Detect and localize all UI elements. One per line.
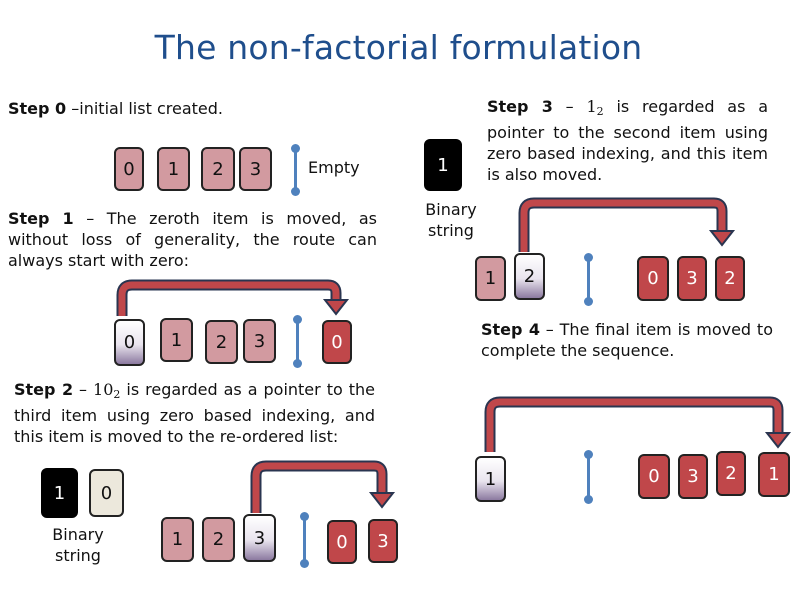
step0-separator bbox=[291, 144, 300, 196]
step4-separator bbox=[584, 450, 593, 504]
step2-binary-digit: 1 bbox=[41, 468, 78, 518]
slide-title: The non-factorial formulation bbox=[154, 28, 643, 67]
step2-tile: 1 bbox=[161, 517, 194, 562]
step0-text: Step 0 –initial list created. bbox=[8, 98, 388, 119]
step0-description: –initial list created. bbox=[66, 99, 223, 118]
step0-label: Step 0 bbox=[8, 99, 67, 118]
step3-output-tile: 2 bbox=[715, 256, 745, 301]
step1-description: – The zeroth item is moved, as without l… bbox=[8, 209, 377, 270]
step1-tile: 3 bbox=[243, 319, 276, 363]
step3-tile: 2 bbox=[514, 253, 545, 300]
step2-output-tile: 3 bbox=[368, 519, 398, 563]
step2-separator bbox=[300, 512, 309, 568]
step4-output-tile: 3 bbox=[678, 454, 708, 499]
step1-text: Step 1 – The zeroth item is moved, as wi… bbox=[8, 208, 377, 271]
step3-output-tile: 0 bbox=[637, 256, 669, 301]
step2-dash: – bbox=[73, 380, 94, 399]
step2-tile: 2 bbox=[202, 517, 235, 562]
step3-label: Step 3 bbox=[487, 97, 553, 116]
step0-tile: 2 bbox=[201, 147, 235, 191]
step3-text: Step 3 – 12 is regarded as a pointer to … bbox=[487, 96, 768, 185]
step4-label: Step 4 bbox=[481, 320, 540, 339]
step4-text: Step 4 – The final item is moved to comp… bbox=[481, 319, 773, 361]
step0-tile: 1 bbox=[157, 147, 190, 191]
step4-tile: 1 bbox=[475, 456, 506, 502]
step4-output-tile: 2 bbox=[716, 451, 746, 496]
step3-value: 1 bbox=[586, 97, 597, 116]
step2-text: Step 2 – 102 is regarded as a pointer to… bbox=[14, 379, 375, 447]
step1-tile: 0 bbox=[114, 319, 145, 366]
step0-tile: 3 bbox=[239, 147, 272, 191]
step2-base: 2 bbox=[113, 388, 121, 401]
step3-binary-label: Binary string bbox=[425, 200, 477, 240]
step2-tile: 3 bbox=[243, 514, 276, 562]
step2-binary-label: Binary string bbox=[52, 525, 104, 565]
step3-binary-digit: 1 bbox=[424, 139, 462, 191]
step1-output-tile: 0 bbox=[322, 320, 352, 364]
step2-description: is regarded as a pointer to the third it… bbox=[14, 380, 376, 446]
step2-value: 10 bbox=[93, 380, 114, 399]
step3-dash: – bbox=[552, 97, 587, 116]
step3-output-tile: 3 bbox=[677, 256, 707, 301]
step0-empty-label: Empty bbox=[308, 158, 360, 177]
step0-tile: 0 bbox=[114, 147, 144, 191]
step2-label: Step 2 bbox=[14, 380, 74, 399]
step2-output-tile: 0 bbox=[327, 520, 357, 564]
step1-tile: 1 bbox=[160, 318, 193, 362]
step1-label: Step 1 bbox=[8, 209, 74, 228]
step2-binary-digit: 0 bbox=[89, 469, 124, 517]
step4-description: – The final item is moved to complete th… bbox=[481, 320, 773, 360]
step3-separator bbox=[584, 253, 593, 306]
step4-output-tile: 1 bbox=[758, 452, 790, 497]
step1-tile: 2 bbox=[205, 320, 238, 364]
step1-separator bbox=[293, 315, 302, 368]
step3-description: is regarded as a pointer to the second i… bbox=[487, 97, 769, 184]
step3-tile: 1 bbox=[475, 256, 506, 301]
step3-base: 2 bbox=[596, 105, 604, 118]
step4-output-tile: 0 bbox=[638, 454, 670, 499]
